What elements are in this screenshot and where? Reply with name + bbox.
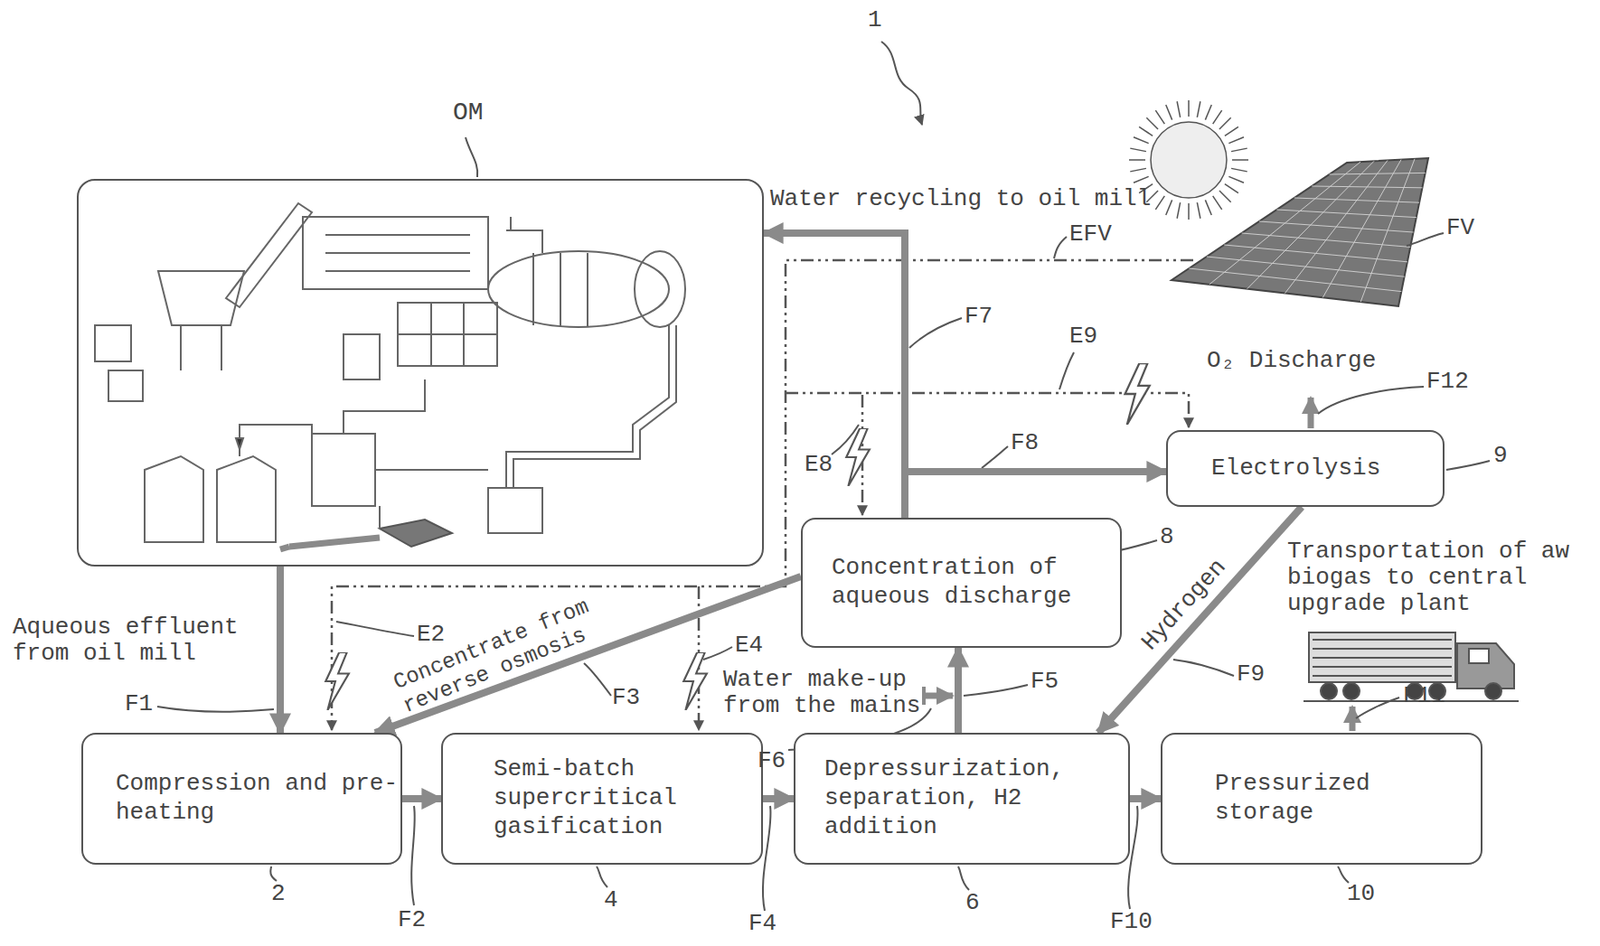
tank (144, 456, 204, 543)
annotation-label: F12 (1426, 368, 1469, 396)
callout-number: 9 (1493, 442, 1508, 470)
annotation-label: F11 (1402, 683, 1446, 710)
annotation-label: F8 (1010, 430, 1039, 457)
annotation-label: O₂ Discharge (1206, 348, 1376, 375)
tank (216, 456, 276, 543)
flow-arrow (276, 566, 284, 734)
hopper-leg (180, 325, 222, 371)
process-box: Compression and pre-heating (81, 733, 403, 866)
hopper (158, 271, 245, 326)
pipe (513, 325, 677, 489)
leader-line (465, 137, 478, 178)
motor (343, 334, 380, 380)
annotation-label: EFV (1069, 221, 1112, 248)
decanter-ring (533, 253, 588, 328)
box-text: Semi-batch supercritical gasification (493, 755, 762, 842)
box-text: Depressurization, separation, H2 additio… (824, 755, 1129, 842)
annotation-label: Aqueous effluent from oil mill (12, 614, 252, 668)
process-box: Semi-batch supercritical gasification (441, 733, 763, 866)
malaxer (397, 302, 498, 367)
pipe (506, 216, 543, 254)
callout-number: 8 (1159, 524, 1175, 551)
process-box: Depressurization, separation, H2 additio… (793, 733, 1130, 866)
malaxer-grid (397, 302, 498, 367)
oil-drop (235, 438, 244, 450)
centrifuge (311, 433, 376, 507)
lightning-symbol (683, 652, 707, 711)
flow-arrow (1098, 507, 1302, 734)
annotation-label: F10 (1110, 909, 1153, 936)
crate (94, 325, 132, 362)
effluent-puddle (379, 519, 452, 547)
annotation-label: F4 (748, 911, 777, 938)
solar-panel (1171, 158, 1429, 307)
process-box: Concentration of aqueous discharge (800, 517, 1122, 649)
annotation-label: E2 (416, 621, 445, 649)
annotation-label: E8 (804, 451, 833, 479)
pipe (378, 506, 381, 529)
box-text: Pressurized storage (1214, 770, 1481, 828)
decanter-end (634, 251, 686, 328)
separator (488, 488, 543, 534)
pipe (506, 325, 669, 489)
annotation-label: E4 (734, 632, 763, 659)
annotation-label: F3 (611, 685, 640, 712)
flow-arrow (763, 233, 905, 518)
edge-label: Water recycling to oil mill (770, 186, 1151, 214)
leader-arrow (881, 41, 923, 125)
flow-arrow (904, 471, 1167, 518)
process-box: Electrolysis (1166, 430, 1445, 508)
lightning-symbol (325, 652, 349, 711)
cleaning-machine (302, 216, 489, 290)
annotation-label: Transportation of aw biogas to central u… (1287, 538, 1591, 618)
pipe (343, 379, 489, 471)
annotation-label: E9 (1069, 323, 1098, 350)
box-text: Compression and pre-heating (115, 770, 401, 828)
flow-arrow (762, 795, 794, 803)
flow-arrow (1129, 795, 1161, 803)
effluent-pipe (280, 546, 290, 550)
callout-number: 10 (1346, 881, 1375, 908)
callout-number: 4 (603, 887, 619, 914)
conveyor (225, 203, 312, 308)
annotation-label: FV (1446, 215, 1475, 242)
callout-number: 6 (965, 890, 980, 917)
oil-mill-drawing (94, 203, 686, 550)
annotation-label: F6 (757, 748, 786, 775)
part-label: OM (452, 97, 484, 129)
lightning-symbol (1125, 363, 1150, 425)
pipe (239, 424, 312, 457)
annotation-label: F9 (1236, 661, 1265, 688)
annotation-label: F5 (1030, 668, 1059, 696)
callout-number: 2 (271, 881, 286, 908)
annotation-label: Water make-up from the mains (723, 667, 926, 720)
annotation-label: F2 (397, 907, 426, 934)
callout-number: 1 (867, 7, 883, 34)
box-text: Electrolysis (1211, 454, 1381, 484)
flow-arrow (954, 648, 962, 734)
box-text: Concentration of aqueous discharge (831, 554, 1120, 612)
crate (108, 370, 143, 402)
annotation-label: F1 (124, 691, 153, 718)
effluent-pipe (289, 537, 380, 547)
annotation-label: F7 (964, 303, 993, 330)
flow-arrow (402, 795, 442, 803)
process-box: Pressurized storage (1160, 733, 1483, 866)
oil-mill-box: OM (76, 178, 764, 567)
machine-detail (325, 235, 471, 272)
edge-label: Concentrate from reverse osmosis (389, 591, 610, 719)
